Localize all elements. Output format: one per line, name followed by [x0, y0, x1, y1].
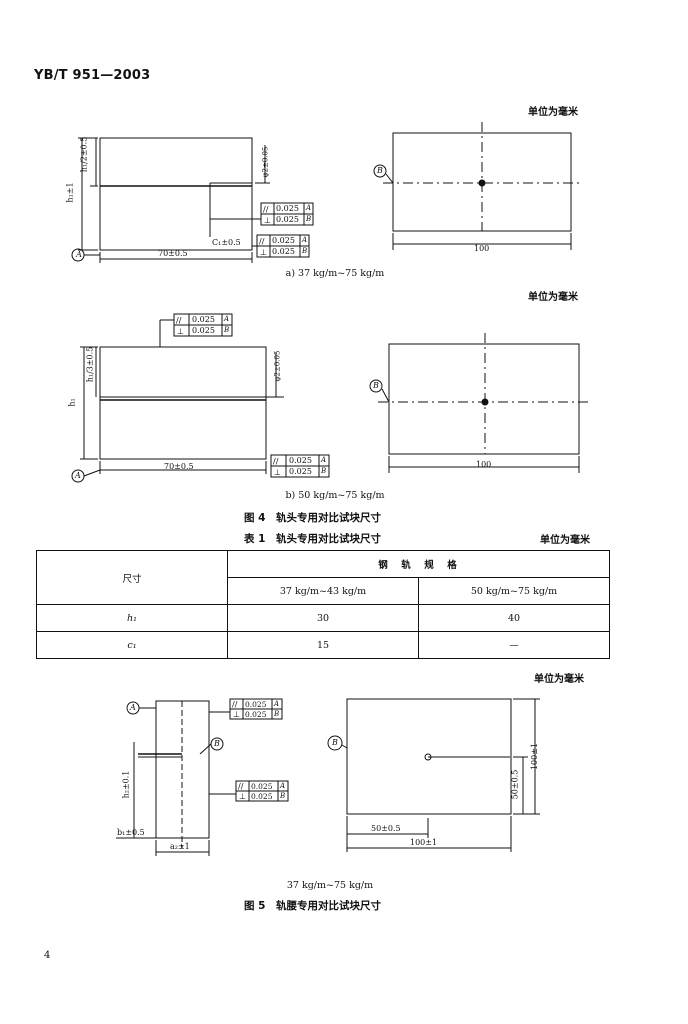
tol-parallel: 0.025: [272, 236, 295, 245]
page-number: 4: [44, 950, 51, 961]
tol-datum: B: [306, 215, 312, 223]
unit-note: 单位为毫米: [528, 107, 578, 118]
datum-a-label: A: [76, 250, 82, 259]
dim-100-width: 100±1: [410, 838, 438, 847]
fig4a-block: [99, 137, 253, 251]
table-cell: 40: [418, 604, 610, 632]
dim-phi: φ2±0.05: [261, 146, 270, 178]
tol-perp: 0.025: [192, 326, 215, 335]
dim-h2: h₂±0.1: [121, 770, 131, 799]
tol-parallel: 0.025: [276, 204, 299, 213]
tol-perp: 0.025: [276, 215, 299, 224]
tol-datum: A: [306, 204, 312, 212]
dim-h1: h₁±1: [65, 182, 75, 203]
tol-datum: B: [224, 326, 230, 334]
table-cell: 15: [227, 631, 419, 659]
tol-datum: A: [280, 782, 286, 790]
tol-datum: A: [274, 700, 280, 708]
svg-text://: //: [263, 205, 269, 214]
svg-text:⊥: ⊥: [177, 327, 184, 336]
table-cell: —: [418, 631, 610, 659]
tol-datum: B: [274, 710, 280, 718]
unit-note: 单位为毫米: [528, 292, 578, 303]
svg-text:⊥: ⊥: [264, 216, 271, 225]
tol-perp: 0.025: [245, 710, 267, 719]
fig5-range: 37 kg/m~75 kg/m: [286, 880, 374, 891]
fig4b-caption: b) 50 kg/m~75 kg/m: [285, 490, 385, 501]
datum-b-label: B: [377, 166, 383, 175]
dim-b1: b₁±0.5: [117, 828, 145, 837]
tol-datum: B: [280, 792, 286, 800]
table-header-group: 钢 轨 规 格: [227, 550, 610, 578]
tol-datum: A: [224, 315, 230, 323]
svg-text:⊥: ⊥: [239, 792, 246, 801]
dim-50-height: 50±0.5: [510, 769, 520, 800]
svg-text:⊥: ⊥: [260, 248, 267, 257]
datum-b-label: B: [214, 739, 220, 748]
svg-text://: //: [176, 316, 182, 325]
dim-c1: C₁±0.5: [212, 238, 241, 247]
dim-h1: h₁: [67, 398, 77, 407]
table-cell-label: h₁: [36, 604, 228, 632]
dim-phi: φ2±0.05: [273, 350, 282, 382]
table-cell: 30: [227, 604, 419, 632]
svg-text://: //: [238, 782, 244, 791]
svg-text:⊥: ⊥: [274, 468, 281, 477]
dim-100-height: 100±1: [530, 742, 540, 771]
figure5-title: 图 5 轨腰专用对比试块尺寸: [244, 900, 381, 912]
dim-width: 70±0.5: [164, 462, 194, 471]
table-row: h₁ 30 40: [36, 604, 610, 632]
table-header-size: 尺寸: [36, 550, 228, 605]
tol-datum: B: [302, 247, 308, 255]
datum-a-label: A: [75, 471, 81, 480]
unit-note: 单位为毫米: [534, 674, 584, 685]
tol-perp: 0.025: [289, 467, 312, 476]
dim-right-width: 100: [474, 244, 490, 253]
fig4a-caption: a) 37 kg/m~75 kg/m: [285, 268, 385, 279]
tol-parallel: 0.025: [251, 782, 273, 791]
svg-text:⊥: ⊥: [233, 710, 240, 719]
unit-note: 单位为毫米: [540, 535, 590, 546]
table-row: c₁ 15 —: [36, 631, 610, 659]
table1-title: 表 1 轨头专用对比试块尺寸: [244, 533, 381, 545]
tol-datum: A: [302, 236, 308, 244]
dim-h1-third: h₁/3±0.5: [85, 346, 95, 383]
dim-width: 70±0.5: [158, 249, 188, 258]
svg-text://: //: [232, 700, 238, 709]
figure4-title: 图 4 轨头专用对比试块尺寸: [244, 512, 381, 524]
datum-b-label: B: [373, 381, 379, 390]
dim-a2: a₂±1: [170, 842, 190, 851]
dim-h1-half: h₁/2±0.5: [79, 136, 89, 173]
table-header-col1: 37 kg/m~43 kg/m: [227, 577, 419, 605]
tol-parallel: 0.025: [245, 700, 267, 709]
svg-text://: //: [273, 457, 279, 466]
tol-datum: B: [321, 467, 327, 475]
table-cell-label: c₁: [36, 631, 228, 659]
standard-number: YB/T 951—2003: [34, 68, 151, 83]
tol-perp: 0.025: [251, 792, 273, 801]
dim-right-width: 100: [476, 460, 492, 469]
datum-b-label: B: [332, 738, 338, 747]
tol-perp: 0.025: [272, 247, 295, 256]
tol-parallel: 0.025: [192, 315, 215, 324]
svg-text://: //: [259, 237, 265, 246]
table1: 尺寸 钢 轨 规 格 37 kg/m~43 kg/m 50 kg/m~75 kg…: [36, 550, 610, 659]
tol-datum: A: [321, 456, 327, 464]
datum-a-label: A: [130, 703, 136, 712]
table-header-col2: 50 kg/m~75 kg/m: [418, 577, 610, 605]
dim-50-width: 50±0.5: [371, 824, 401, 833]
tol-parallel: 0.025: [289, 456, 312, 465]
